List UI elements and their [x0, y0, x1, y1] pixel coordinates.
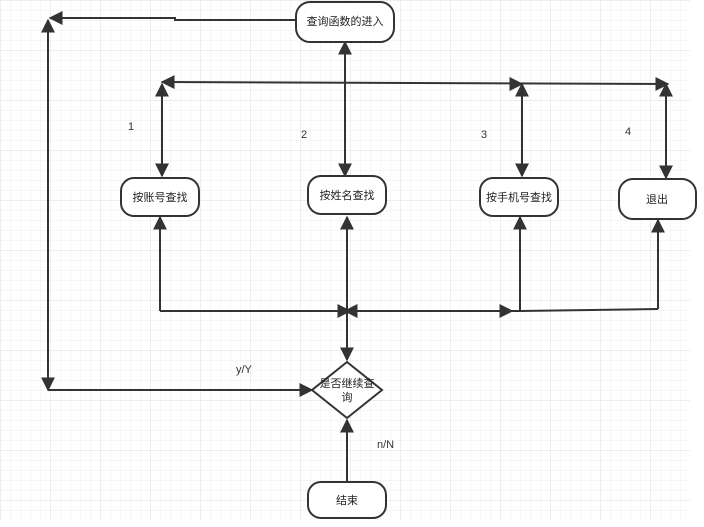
node-by-phone: 按手机号查找: [479, 177, 559, 217]
node-by-account: 按账号查找: [120, 177, 200, 217]
node-by-account-label: 按账号查找: [133, 190, 188, 204]
label-option-2: 2: [301, 129, 307, 141]
node-by-name-label: 按姓名查找: [320, 188, 375, 202]
node-entry-label: 查询函数的进入: [307, 14, 384, 28]
label-option-1: 1: [128, 121, 134, 133]
right-margin: [690, 0, 704, 527]
label-option-4: 4: [625, 126, 631, 138]
edges: [41, 11, 673, 482]
node-decision-label-line2: 询: [342, 391, 353, 404]
label-yes: y/Y: [236, 364, 253, 376]
node-by-name: 按姓名查找: [307, 175, 387, 215]
node-by-phone-label: 按手机号查找: [486, 190, 552, 204]
edge-top-bus: [160, 75, 670, 91]
node-exit: 退出: [618, 178, 697, 220]
node-end-label: 结束: [336, 494, 358, 507]
node-decision: 是否继续查 询: [310, 360, 384, 420]
node-exit-label: 退出: [646, 192, 668, 206]
label-option-3: 3: [481, 129, 487, 141]
node-decision-label-line1: 是否继续查: [320, 376, 375, 390]
node-entry: 查询函数的进入: [295, 1, 395, 43]
node-end: 结束: [307, 481, 387, 519]
edge-top-to-entry: [48, 11, 295, 25]
label-no: n/N: [377, 439, 394, 451]
bottom-margin: [0, 520, 704, 527]
edge-bottom-bus-right: [343, 304, 659, 318]
